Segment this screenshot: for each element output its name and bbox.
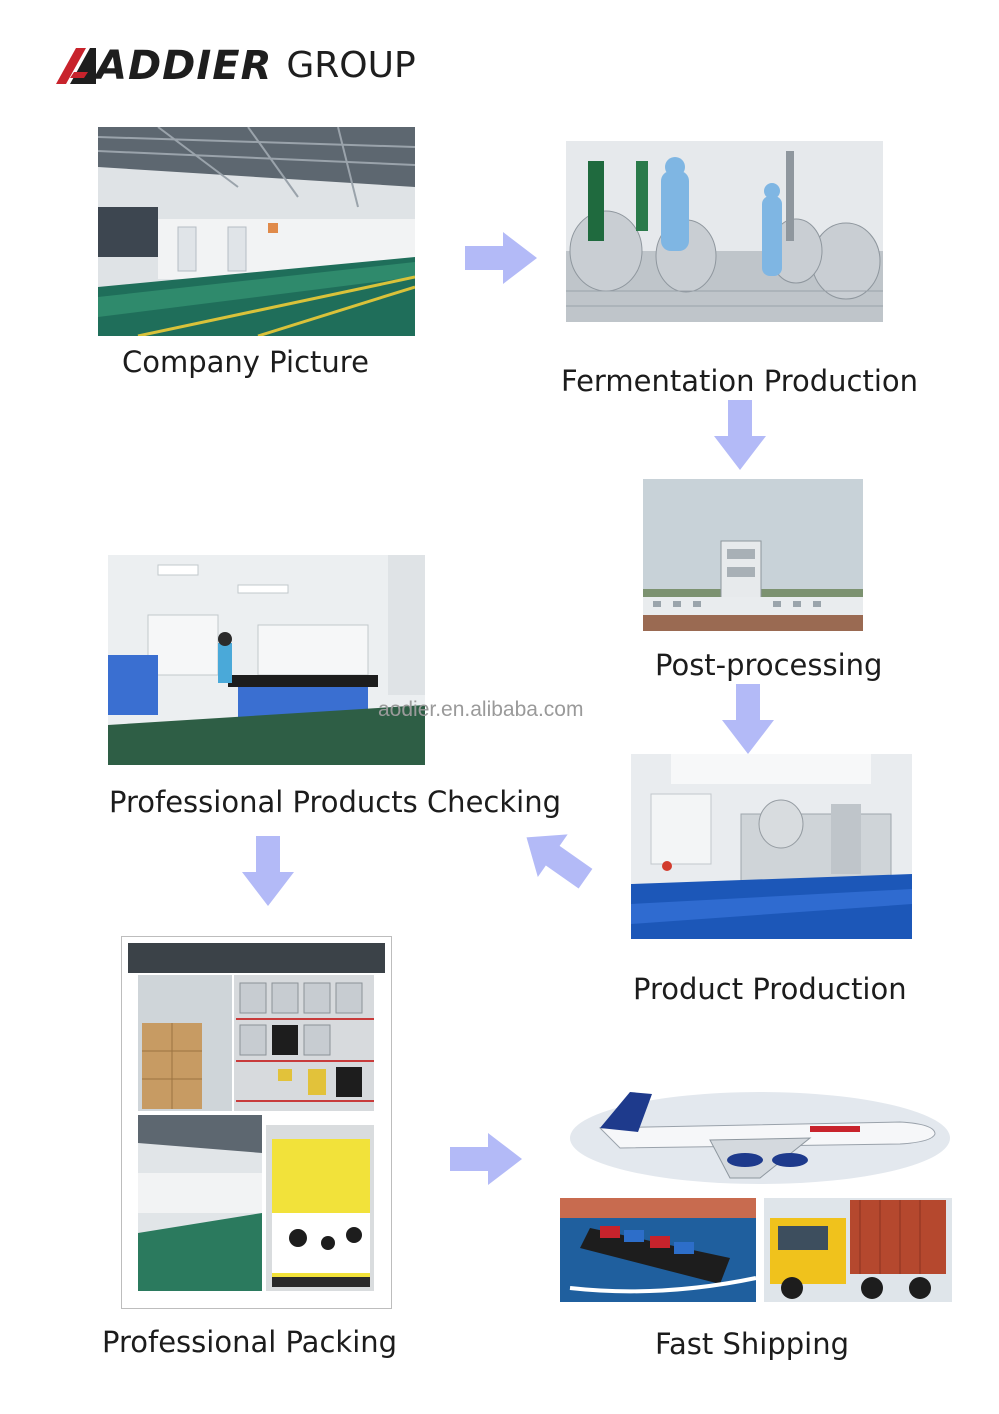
logo-group: GROUP [286, 45, 416, 86]
logo-brand: ADDIER [96, 43, 273, 89]
post-processing-photo [643, 479, 863, 631]
product-production-photo [631, 754, 912, 939]
company-photo [98, 127, 415, 336]
fermentation-photo [566, 141, 883, 322]
caption-fermentation-production: Fermentation Production [561, 364, 919, 398]
logo-mark-icon [52, 46, 96, 86]
shipping-photo [560, 1088, 952, 1310]
caption-professional-packing: Professional Packing [102, 1325, 398, 1359]
caption-product-production: Product Production [633, 972, 907, 1006]
arrow-down-icon [722, 684, 774, 754]
caption-fast-shipping: Fast Shipping [655, 1327, 849, 1361]
company-logo: ADDIER GROUP [52, 44, 416, 88]
caption-post-processing: Post-processing [655, 648, 883, 682]
packing-photo [128, 943, 385, 1302]
arrow-down-icon [714, 400, 766, 470]
checking-photo [108, 555, 425, 765]
caption-professional-products-checking: Professional Products Checking [109, 785, 561, 819]
arrow-right-icon [465, 232, 537, 284]
packing-photo-frame [121, 936, 392, 1309]
arrow-up-left-icon [516, 826, 596, 890]
arrow-right-icon [450, 1133, 522, 1185]
arrow-down-icon [242, 836, 294, 906]
caption-company-picture: Company Picture [122, 345, 369, 379]
watermark-text: aodier.en.alibaba.com [378, 698, 584, 721]
